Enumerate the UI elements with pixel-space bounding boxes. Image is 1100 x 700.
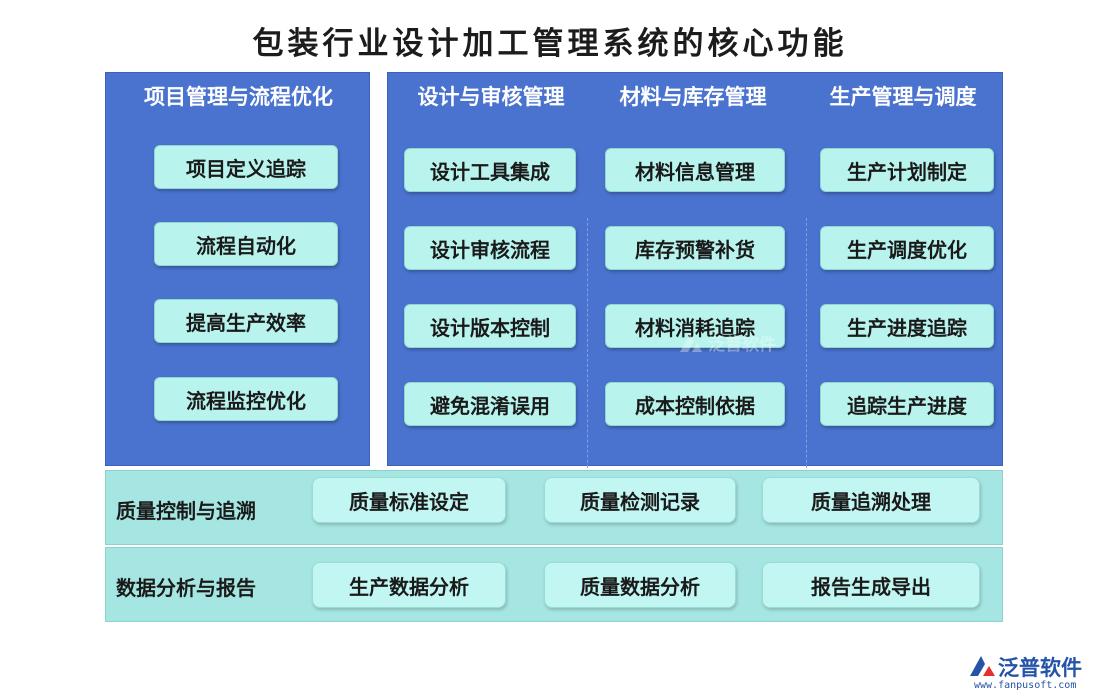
feature-pill: 设计版本控制 — [404, 304, 576, 348]
feature-pill: 质量数据分析 — [544, 562, 736, 608]
page-title: 包装行业设计加工管理系统的核心功能 — [252, 26, 848, 62]
feature-pill: 设计审核流程 — [404, 226, 576, 270]
management-columns-panel: 设计与审核管理 材料与库存管理 生产管理与调度 设计工具集成 设计审核流程 设计… — [387, 72, 1003, 508]
feature-pill: 生产计划制定 — [820, 148, 994, 192]
feature-pill: 材料信息管理 — [605, 148, 785, 192]
data-analysis-band: 数据分析与报告 生产数据分析 质量数据分析 报告生成导出 — [105, 547, 1003, 622]
feature-pill: 提高生产效率 — [154, 299, 338, 343]
column-heading: 设计与审核管理 — [417, 85, 565, 109]
brand-logo: 泛普软件 www.fanpusoft.com — [968, 652, 1093, 696]
watermark-text: 泛普软件 — [708, 335, 776, 355]
band-label: 数据分析与报告 — [116, 576, 256, 600]
feature-pill: 质量标准设定 — [312, 477, 506, 523]
column-heading: 生产管理与调度 — [829, 85, 977, 109]
feature-pill: 设计工具集成 — [404, 148, 576, 192]
quality-control-band: 质量控制与追溯 质量标准设定 质量检测记录 质量追溯处理 — [105, 470, 1003, 545]
feature-pill: 报告生成导出 — [762, 562, 980, 608]
feature-pill: 质量追溯处理 — [762, 477, 980, 523]
logo-icon — [680, 333, 702, 352]
watermark: 泛普软件 — [678, 330, 776, 355]
feature-pill: 成本控制依据 — [605, 382, 785, 426]
logo-icon — [970, 656, 995, 676]
feature-pill: 项目定义追踪 — [154, 145, 338, 189]
logo-url: www.fanpusoft.com — [974, 680, 1077, 691]
feature-pill: 生产数据分析 — [312, 562, 506, 608]
band-label: 质量控制与追溯 — [116, 499, 256, 523]
feature-pill: 避免混淆误用 — [404, 382, 576, 426]
feature-pill: 流程监控优化 — [154, 377, 338, 421]
logo-name: 泛普软件 — [998, 656, 1082, 680]
feature-pill: 质量检测记录 — [544, 477, 736, 523]
feature-pill: 追踪生产进度 — [820, 382, 994, 426]
feature-pill: 生产调度优化 — [820, 226, 994, 270]
feature-pill: 流程自动化 — [154, 222, 338, 266]
column-divider — [587, 218, 588, 508]
project-management-panel: 项目管理与流程优化 项目定义追踪 流程自动化 提高生产效率 流程监控优化 — [105, 72, 370, 466]
column-heading: 材料与库存管理 — [619, 85, 767, 109]
panel-heading: 项目管理与流程优化 — [144, 85, 333, 109]
feature-pill: 库存预警补货 — [605, 226, 785, 270]
column-divider — [806, 218, 807, 508]
feature-pill: 生产进度追踪 — [820, 304, 994, 348]
feature-pill: 材料消耗追踪 — [605, 304, 785, 348]
